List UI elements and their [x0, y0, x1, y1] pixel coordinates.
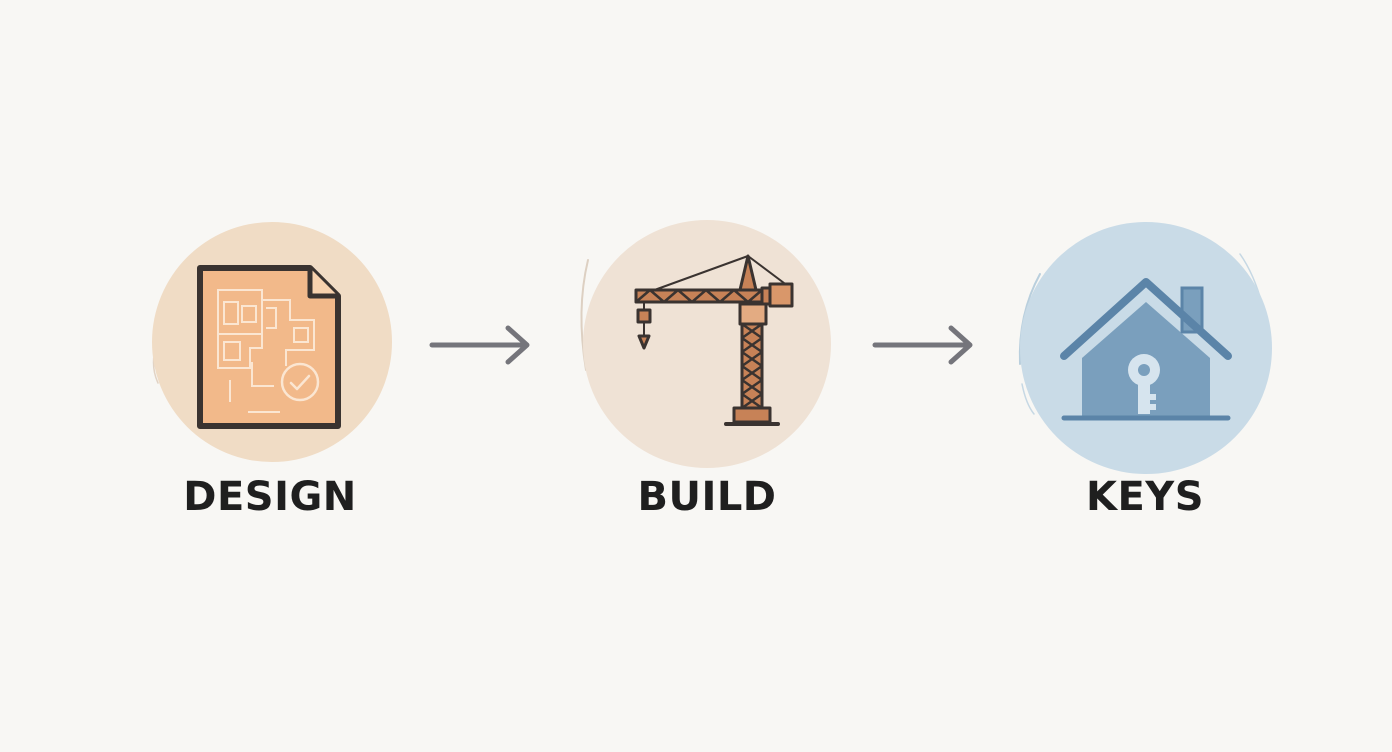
keys-label: KEYS	[1085, 474, 1205, 520]
design-label: DESIGN	[183, 474, 357, 520]
build-label: BUILD	[637, 474, 777, 520]
build-circle	[583, 220, 831, 468]
arrow-right-icon	[429, 325, 530, 365]
arrow-right-icon	[872, 325, 973, 365]
tower-crane-icon	[634, 254, 794, 426]
blueprint-icon	[197, 265, 341, 429]
house-key-icon	[1060, 278, 1232, 421]
